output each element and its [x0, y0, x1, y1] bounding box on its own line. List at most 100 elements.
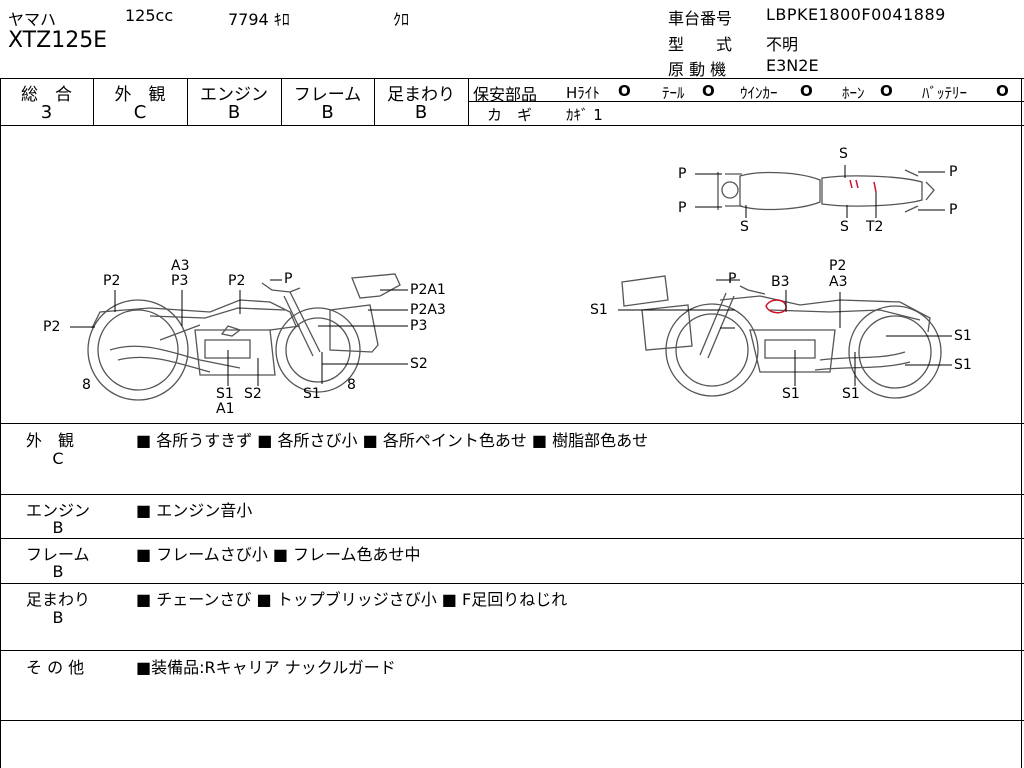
- grade-value-overall: 3: [40, 102, 53, 123]
- diagram-label: P: [728, 271, 737, 287]
- section-notes-suspension: ■ チェーンさび ■ トップブリッジさび小 ■ F足回りねじれ: [136, 590, 568, 609]
- diagram-label: 8: [347, 377, 356, 393]
- safety-title: 保安部品: [473, 85, 538, 104]
- rule: [0, 720, 1024, 721]
- section-title-frame: フレーム: [26, 545, 90, 564]
- rule: [0, 650, 1024, 651]
- diagram-label: P: [678, 200, 687, 216]
- diagram-label: A3: [171, 258, 190, 274]
- rule: [0, 583, 1024, 584]
- grade-value-engine: B: [227, 102, 241, 123]
- safety-mark-tail: O: [702, 82, 715, 100]
- diagram-label: P2: [829, 258, 847, 274]
- rule: [0, 78, 1024, 79]
- displacement: 125cc: [125, 6, 174, 25]
- diagram-label: T2: [866, 219, 884, 235]
- safety-mark-winker: O: [800, 82, 813, 100]
- diagram-label: S1: [782, 386, 800, 402]
- rule: [468, 78, 469, 125]
- diagram-label: S1: [216, 386, 234, 402]
- rule: [281, 78, 282, 125]
- diagram-label: P2: [103, 273, 121, 289]
- section-notes-exterior: ■ 各所うすきず ■ 各所さび小 ■ 各所ペイント色あせ ■ 樹脂部色あせ: [136, 431, 649, 450]
- grade-label-exterior: 外 観: [114, 85, 166, 105]
- leader-lines: [70, 165, 952, 386]
- left-view-drawing: [87, 273, 401, 401]
- diagram-label: A1: [216, 401, 235, 417]
- diagram-label: P: [678, 166, 687, 182]
- section-notes-frame: ■ フレームさび小 ■ フレーム色あせ中: [136, 545, 421, 564]
- diagram-label: P2A3: [410, 302, 446, 318]
- rule: [0, 78, 1, 768]
- diagram-label: P3: [171, 273, 189, 289]
- diagram-label: P2A1: [410, 282, 446, 298]
- rule: [374, 78, 375, 125]
- grade-label-overall: 総 合: [21, 85, 72, 105]
- type-label: 型 式: [668, 35, 733, 54]
- diagram-label: P: [949, 202, 958, 218]
- engine-value: E3N2E: [766, 56, 819, 75]
- diagram-label: S: [840, 219, 849, 235]
- safety-mark-horn: O: [880, 82, 893, 100]
- rule: [0, 538, 1024, 539]
- rule: [1021, 78, 1022, 768]
- section-title-engine: エンジン: [26, 501, 91, 520]
- key-label: カ ギ: [487, 106, 533, 124]
- diagram-label: S2: [244, 386, 262, 402]
- engine-label: 原 動 機: [668, 60, 727, 79]
- frame-no-label: 車台番号: [668, 9, 733, 28]
- safety-item-headlight: Hﾗｲﾄ: [566, 84, 600, 102]
- safety-mark-battery: O: [996, 82, 1009, 100]
- section-notes-other: ■装備品:Rキャリア ナックルガード: [136, 658, 396, 677]
- diagram-label: S: [740, 219, 749, 235]
- diagram-label: S1: [954, 357, 972, 373]
- rule: [0, 494, 1024, 495]
- key-value: ｶｷﾞ 1: [566, 106, 603, 124]
- diagram-label: 8: [82, 377, 91, 393]
- right-view-drawing: [621, 275, 942, 399]
- section-grade-frame: B: [52, 562, 64, 581]
- rule: [187, 78, 188, 125]
- safety-item-horn: ﾎｰﾝ: [842, 84, 865, 102]
- grade-label-frame: フレーム: [293, 85, 362, 105]
- diagram-label: P3: [410, 318, 428, 334]
- diagram-label: S1: [303, 386, 321, 402]
- section-grade-engine: B: [52, 518, 64, 537]
- grade-value-suspension: B: [414, 102, 428, 123]
- diagram-label: S1: [842, 386, 860, 402]
- diagram-label: S: [839, 146, 848, 162]
- maker: ヤマハ: [8, 10, 57, 29]
- color: ｸﾛ: [393, 10, 410, 29]
- diagram-label: A3: [829, 274, 848, 290]
- safety-mark-headlight: O: [618, 82, 631, 100]
- diagram-label: B3: [771, 274, 790, 290]
- grade-label-engine: エンジン: [200, 85, 268, 105]
- diagram-label: P2: [43, 319, 61, 335]
- safety-item-battery: ﾊﾞｯﾃﾘｰ: [922, 84, 968, 102]
- frame-no: LBPKE1800F0041889: [766, 5, 946, 24]
- diagram-label: P: [284, 271, 293, 287]
- damage-mark: [765, 299, 787, 314]
- diagram-label: P: [949, 164, 958, 180]
- rule: [93, 78, 94, 125]
- damage-mark: [849, 179, 877, 193]
- diagram-label: S1: [590, 302, 608, 318]
- diagram-label: S2: [410, 356, 428, 372]
- mileage: 7794 ｷﾛ: [228, 10, 290, 29]
- type-value: 不明: [766, 35, 799, 54]
- section-notes-engine: ■ エンジン音小: [136, 501, 253, 520]
- rule: [0, 125, 1024, 126]
- grade-value-frame: B: [321, 102, 334, 123]
- section-title-exterior: 外 観: [26, 431, 75, 450]
- section-grade-suspension: B: [52, 608, 64, 627]
- diagram-label: S1: [954, 328, 972, 344]
- safety-item-tail: ﾃｰﾙ: [662, 84, 685, 102]
- grade-value-exterior: C: [133, 102, 147, 123]
- section-grade-exterior: C: [52, 449, 64, 468]
- top-view-drawing: [717, 169, 935, 213]
- rule: [0, 423, 1024, 424]
- safety-item-winker: ｳｲﾝｶｰ: [740, 84, 778, 102]
- model-name: XTZ125E: [8, 28, 108, 53]
